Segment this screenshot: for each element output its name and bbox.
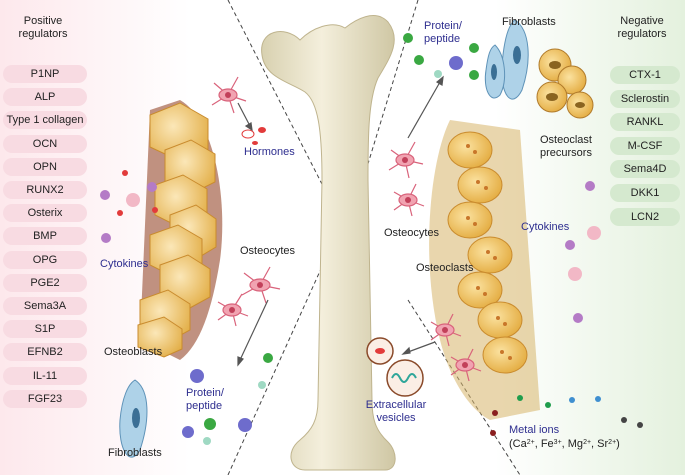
fe-charge: 3+: [553, 439, 562, 446]
formula-close: ): [616, 438, 620, 450]
positive-regulator-pill: Osterix: [3, 204, 87, 223]
osteoclast-precursors-line1: Osteoclast: [540, 134, 592, 146]
formula-fe: , Fe: [534, 438, 554, 450]
extracellular-vesicles-line2: vesicles: [376, 412, 416, 424]
positive-regulator-pill: OCN: [3, 134, 87, 153]
protein-peptide-right-label: Protein/ peptide: [424, 20, 462, 46]
positive-regulator-pill: P1NP: [3, 65, 87, 83]
protein-peptide-left-line2: peptide: [186, 400, 223, 412]
positive-regulators-header: Positive regulators: [8, 15, 78, 41]
positive-regulator-pill: OPN: [3, 157, 87, 176]
osteoblast-layer: [137, 100, 223, 360]
negative-regulator-pill: DKK1: [610, 184, 680, 202]
arrows: [237, 75, 444, 367]
osteoclast-layer: [429, 120, 540, 420]
positive-regulator-pill: Type 1 collagen: [3, 111, 87, 130]
ca-charge: 2+: [526, 439, 535, 446]
metal-ions-formula: (Ca2+, Fe3+, Mg2+, Sr2+): [509, 438, 620, 451]
negative-regulator-pill: CTX-1: [610, 66, 680, 84]
metal-ion-dots: [490, 395, 643, 436]
osteoclasts-label: Osteoclasts: [416, 262, 474, 274]
formula-open: (Ca: [509, 438, 527, 450]
positive-regulator-pill: BMP: [3, 227, 87, 246]
cytokine-dots: [100, 170, 601, 323]
positive-regulator-pill: OPG: [3, 250, 87, 269]
osteoblasts-label: Osteoblasts: [104, 346, 163, 358]
fibroblasts-left-label: Fibroblasts: [108, 447, 162, 459]
metal-ions-label: Metal ions: [509, 424, 560, 436]
positive-regulator-pill: Sema3A: [3, 297, 87, 315]
negative-header-line1: Negative: [620, 15, 664, 27]
positive-regulator-pill: EFNB2: [3, 343, 87, 362]
positive-regulator-pill: IL-11: [3, 366, 87, 385]
osteoclast-precursors-label: Osteoclast precursors: [540, 134, 592, 160]
negative-regulator-pill: LCN2: [610, 207, 680, 226]
sr-charge: 2+: [608, 439, 617, 446]
protein-peptide-dots: [182, 33, 479, 445]
cytokines-left-label: Cytokines: [100, 258, 149, 270]
mg-charge: 2+: [583, 439, 592, 446]
fibroblasts-right-label: Fibroblasts: [502, 16, 556, 28]
positive-regulator-pill: RUNX2: [3, 181, 87, 199]
extracellular-vesicles-icons: [366, 337, 424, 397]
positive-regulator-pill: FGF23: [3, 389, 87, 408]
osteocytes-right-label: Osteocytes: [384, 227, 440, 239]
negative-regulator-pill: Sema4D: [610, 160, 680, 179]
protein-peptide-right-line1: Protein/: [424, 20, 462, 32]
protein-peptide-left-line1: Protein/: [186, 387, 224, 399]
protein-peptide-left-label: Protein/ peptide: [186, 387, 224, 413]
negative-header-line2: regulators: [617, 28, 667, 40]
negative-regulator-pill: RANKL: [610, 113, 680, 132]
cytokines-right-label: Cytokines: [521, 221, 570, 233]
formula-mg: , Mg: [561, 438, 584, 450]
formula-sr: , Sr: [591, 438, 609, 450]
negative-regulator-pill: M-CSF: [610, 136, 680, 155]
protein-peptide-right-line2: peptide: [424, 33, 461, 45]
extracellular-vesicles-line1: Extracellular: [365, 399, 427, 411]
positive-header-line1: Positive: [23, 15, 63, 27]
positive-regulator-pill: PGE2: [3, 273, 87, 292]
osteocytes-left-label: Osteocytes: [240, 245, 296, 257]
positive-regulator-pill: S1P: [3, 320, 87, 339]
bone-illustration: [261, 15, 396, 471]
positive-regulator-pill: ALP: [3, 88, 87, 107]
extracellular-vesicles-label: Extracellular vesicles: [356, 399, 436, 425]
negative-regulators-header: Negative regulators: [604, 15, 680, 41]
osteoclast-precursors-line2: precursors: [540, 147, 592, 159]
negative-regulator-pill: Sclerostin: [610, 89, 680, 108]
hormones-label: Hormones: [244, 146, 295, 158]
hormone-particles: [241, 127, 266, 145]
positive-header-line2: regulators: [18, 28, 68, 40]
